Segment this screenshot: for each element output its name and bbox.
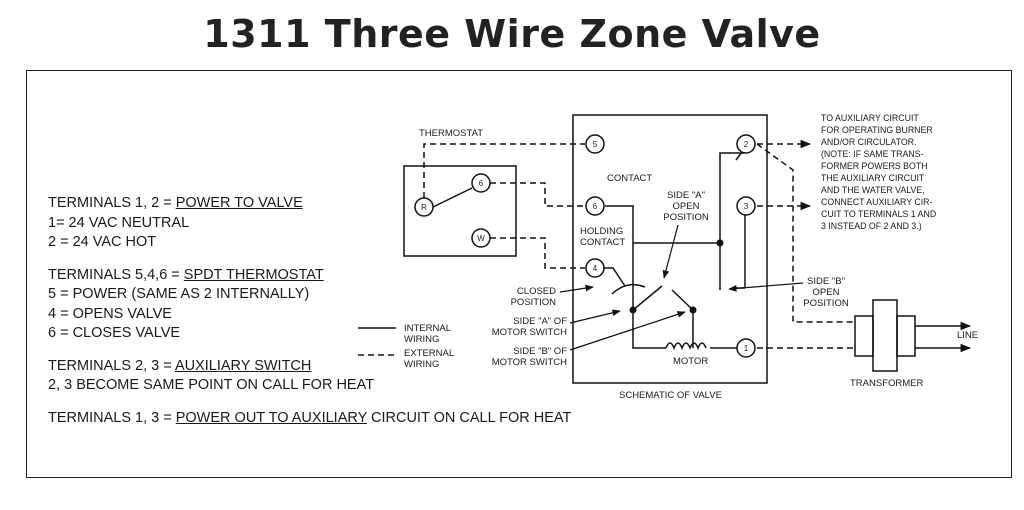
auxiliary-note-line: CONNECT AUXILIARY CIR- — [821, 197, 933, 207]
thermostat-terminal-w — [471, 228, 491, 248]
label-side-a-motor-switch: MOTOR SWITCH — [492, 327, 567, 338]
terminal-notes: TERMINALS 1, 2 = POWER TO VALVE 1= 24 VA… — [48, 194, 571, 428]
terminal-label: 1 — [744, 344, 749, 353]
legend-external-wiring: WIRING — [404, 359, 439, 370]
junction-dot — [629, 306, 637, 314]
terminal-1 — [736, 338, 756, 358]
terminal-label: 3 — [744, 202, 749, 211]
auxiliary-note-line: THE AUXILIARY CIRCUIT — [821, 173, 925, 183]
label-side-b-open: OPEN — [813, 287, 840, 298]
label-side-b-open: POSITION — [803, 298, 849, 309]
terminal-5 — [585, 134, 605, 154]
terminal-4 — [585, 258, 605, 278]
terminal-label: 4 — [593, 264, 598, 273]
terminal-note: TERMINALS 2, 3 = AUXILIARY SWITCH — [48, 357, 312, 374]
label-side-b-motor-switch: SIDE "B" OF — [513, 346, 567, 357]
terminal-label: 2 — [744, 140, 749, 149]
label-closed-position: POSITION — [511, 297, 557, 308]
auxiliary-note-line: AND THE WATER VALVE, — [821, 185, 925, 195]
terminal-2 — [736, 134, 756, 154]
terminal-6 — [585, 196, 605, 216]
label-side-b-open: SIDE "B" — [807, 276, 845, 287]
transformer-secondary — [896, 315, 916, 357]
terminal-label: R — [421, 203, 427, 212]
terminal-note: 2 = 24 VAC HOT — [48, 234, 157, 250]
label-line: LINE — [957, 330, 978, 341]
label-contact: CONTACT — [607, 173, 652, 184]
terminal-label: 6 — [479, 179, 484, 188]
label-side-a-motor-switch: SIDE "A" OF — [513, 316, 567, 327]
terminal-note: 2, 3 BECOME SAME POINT ON CALL FOR HEAT — [48, 377, 375, 393]
external-wiring — [423, 143, 855, 349]
auxiliary-note-line: (NOTE: IF SAME TRANS- — [821, 149, 924, 159]
label-holding-contact: HOLDING — [580, 226, 623, 237]
terminal-note: TERMINALS 1, 3 = POWER OUT TO AUXILIARY … — [48, 409, 572, 426]
transformer-body — [872, 299, 898, 372]
terminal-note: TERMINALS 1, 2 = POWER TO VALVE — [48, 195, 303, 211]
terminal-label: W — [477, 234, 485, 243]
junction-dot — [716, 239, 724, 247]
auxiliary-note-line: CUIT TO TERMINALS 1 AND — [821, 209, 936, 219]
transformer-primary — [854, 315, 874, 357]
label-side-a-open: POSITION — [663, 212, 709, 223]
label-closed-position: CLOSED — [517, 286, 556, 297]
label-thermostat: THERMOSTAT — [419, 128, 483, 139]
terminal-label: 6 — [593, 202, 598, 211]
terminal-label: 5 — [593, 140, 598, 149]
terminal-3 — [736, 196, 756, 216]
internal-wiring — [358, 151, 968, 349]
auxiliary-note-line: FOR OPERATING BURNER — [821, 125, 933, 135]
diagram-title: 1311 Three Wire Zone Valve — [203, 12, 821, 56]
auxiliary-note-line: FORMER POWERS BOTH — [821, 161, 928, 171]
diagram-frame — [26, 70, 1012, 478]
label-side-a-open: OPEN — [673, 201, 700, 212]
label-motor: MOTOR — [673, 356, 708, 367]
auxiliary-note-line: 3 INSTEAD OF 2 AND 3.) — [821, 221, 922, 231]
terminal-note: TERMINALS 5,4,6 = SPDT THERMOSTAT — [48, 266, 324, 283]
terminal-note: 5 = POWER (SAME AS 2 INTERNALLY) — [48, 286, 310, 302]
auxiliary-note-line: AND/OR CIRCULATOR. — [821, 137, 916, 147]
thermostat-box — [403, 165, 517, 257]
label-side-b-motor-switch: MOTOR SWITCH — [492, 357, 567, 368]
auxiliary-note-line: TO AUXILIARY CIRCUIT — [821, 113, 919, 123]
label-holding-contact: CONTACT — [580, 237, 625, 248]
thermostat-terminal-r — [414, 197, 434, 217]
junction-dot — [689, 306, 697, 314]
thermostat-terminal-6 — [471, 173, 491, 193]
terminal-note: 6 = CLOSES VALVE — [48, 325, 181, 341]
terminal-note: 1= 24 VAC NEUTRAL — [48, 214, 190, 231]
motor-coil — [665, 342, 707, 351]
terminal-note: 4 = OPENS VALVE — [48, 305, 172, 322]
legend-external-wiring: EXTERNAL — [404, 348, 454, 359]
label-schematic-of-valve: SCHEMATIC OF VALVE — [619, 390, 722, 401]
label-transformer: TRANSFORMER — [850, 378, 924, 389]
legend-internal-wiring: INTERNAL — [404, 323, 451, 334]
valve-box — [572, 114, 768, 384]
legend-internal-wiring: WIRING — [404, 334, 439, 345]
label-side-a-open: SIDE "A" — [667, 190, 705, 201]
